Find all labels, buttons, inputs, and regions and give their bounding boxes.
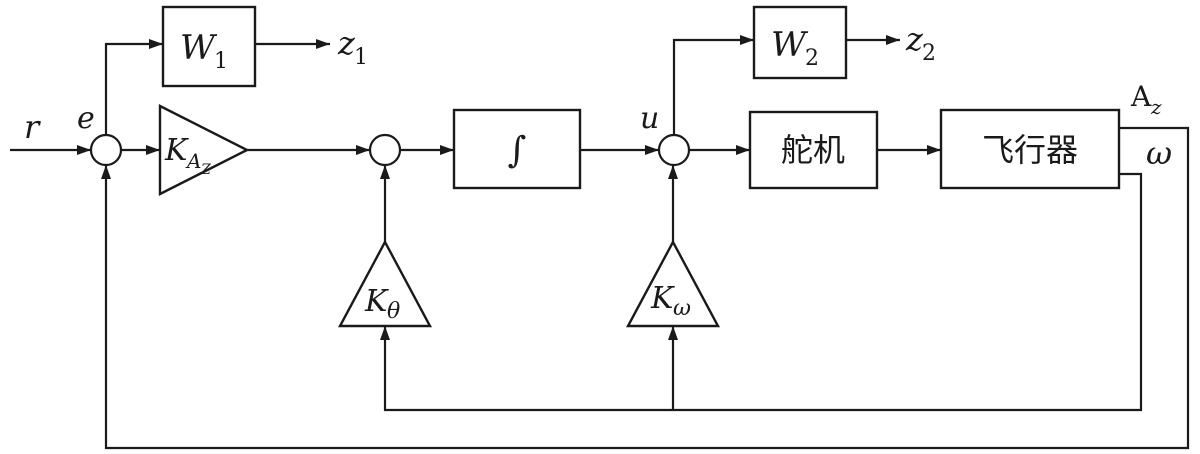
aircraft-label: 飞行器 [982, 131, 1078, 169]
control-summing-junction [657, 133, 691, 167]
output-z1-subscript: 1 [354, 45, 368, 70]
rate-omega-label: ω [1146, 134, 1172, 172]
arrowhead [77, 145, 91, 155]
rate-feedback-line [383, 172, 1143, 412]
output-z2-label: z [905, 20, 924, 58]
error-summing-junction [89, 133, 123, 167]
error-to-w1-line [104, 42, 163, 135]
arrowhead [668, 165, 678, 179]
accel-az-label: A [1130, 80, 1152, 113]
accel-feedback-line [104, 126, 1190, 450]
output-z2-subscript: 2 [922, 41, 936, 66]
k-az-subsubscript: Z [200, 162, 211, 178]
k-omega-label: K [650, 281, 675, 316]
w1-label: W [180, 28, 218, 68]
error-e-label: e [77, 101, 95, 136]
arrowhead [380, 326, 390, 340]
k-omega-subscript: ω [673, 296, 691, 321]
output-z1-label: z [337, 24, 356, 62]
control-u-label: u [640, 101, 659, 136]
w2-label: W [771, 25, 809, 65]
arrowhead [356, 145, 370, 155]
arrowhead [146, 145, 160, 155]
servo-label: 舵机 [781, 131, 845, 169]
integrator-block [452, 108, 582, 190]
arrowhead [886, 35, 900, 45]
integrator-label: ∫ [508, 130, 527, 171]
k-theta-subscript: θ [387, 299, 400, 324]
k-az-subscript: A [185, 149, 201, 173]
w1-block [161, 5, 257, 88]
arrowhead [316, 39, 330, 49]
arrowhead [927, 145, 941, 155]
k-theta-label: K [364, 284, 389, 319]
arrowhead [380, 165, 390, 179]
w1-subscript: 1 [214, 49, 228, 74]
w2-block [752, 5, 848, 80]
k-az-label: K [164, 133, 189, 168]
arrowhead [440, 145, 454, 155]
arrowhead [645, 145, 659, 155]
u-to-w2-line [672, 38, 754, 135]
arrowhead [149, 39, 163, 49]
accel-az-subscript: z [1150, 95, 1162, 119]
aircraft-block [939, 108, 1121, 190]
w2-subscript: 2 [805, 46, 819, 71]
input-r-label: r [24, 108, 41, 146]
arrowhead [740, 35, 754, 45]
arrowhead [736, 145, 750, 155]
inner-summing-junction [368, 133, 402, 167]
arrowhead [101, 165, 111, 179]
arrowhead [668, 326, 678, 340]
